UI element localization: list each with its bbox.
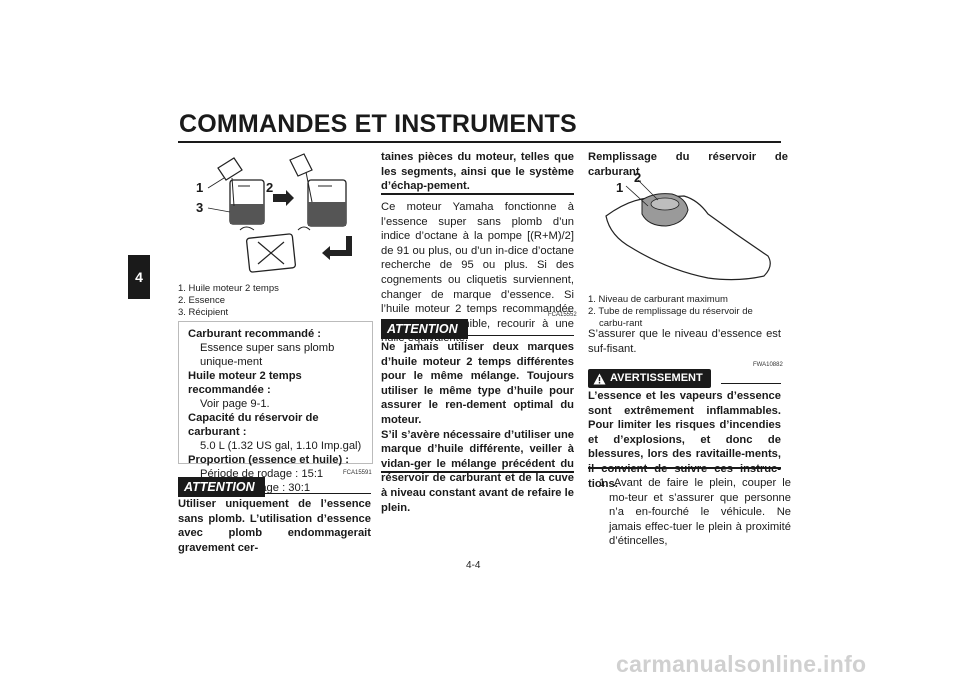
caption-item: 2. Essence: [178, 295, 225, 306]
attention-paragraph: Ne jamais utiliser deux marques d’huile …: [381, 341, 574, 426]
check-fuel-text: S’assurer que le niveau d’essence est su…: [588, 328, 781, 355]
attention-rule: [250, 493, 371, 494]
spec-value: Voir page 9-1.: [200, 398, 270, 410]
fuel-tank-figure: 1 2: [588, 166, 781, 288]
figure1-captions: 1. Huile moteur 2 temps 2. Essence 3. Ré…: [178, 283, 371, 319]
warning-header: AVERTISSEMENT: [588, 369, 781, 390]
attention-header: ATTENTION: [178, 477, 371, 497]
warning-text: L’essence et les vapeurs d’essence sont …: [588, 390, 781, 490]
section-separator: [381, 471, 574, 473]
figure2-captions: 1. Niveau de carburant maximum 2. Tube d…: [588, 294, 781, 330]
attention-badge: ATTENTION: [178, 477, 265, 497]
section-heading: Remplissage du réservoir de carburant: [588, 151, 788, 178]
warning-badge-label: AVERTISSEMENT: [610, 372, 703, 384]
attention-paragraph: S’il s’avère nécessaire d’utiliser une m…: [381, 428, 574, 514]
header-rule: [178, 141, 781, 143]
spec-list: Carburant recommandé : Essence super san…: [188, 327, 368, 495]
attention-code: FCA15552: [548, 312, 577, 318]
attention-header: ATTENTION: [381, 319, 574, 339]
caption-item: 2. Tube de remplissage du réservoir de c…: [588, 306, 753, 329]
callout-1: 1: [616, 180, 624, 195]
page-number: 4-4: [466, 560, 481, 571]
spec-value: Essence super sans plomb unique-ment: [200, 342, 335, 368]
attention-text: Ne jamais utiliser deux marques d’huile …: [381, 340, 574, 515]
attention-text: Utiliser uniquement de l’essence sans pl…: [178, 498, 371, 554]
attention-continued-text: taines pièces du moteur, telles que les …: [381, 151, 574, 193]
attention-badge: ATTENTION: [381, 319, 468, 339]
spec-label: Carburant recommandé :: [188, 328, 322, 340]
spec-label: Capacité du réservoir de carburant :: [188, 412, 319, 438]
page-title: COMMANDES ET INSTRUMENTS: [179, 110, 577, 138]
warning-badge: AVERTISSEMENT: [588, 369, 711, 388]
callout-3: 3: [196, 200, 204, 215]
warning-triangle-icon: [593, 373, 606, 384]
oil-mix-figure: 1 2 3: [178, 150, 371, 280]
step-item: 1. Avant de faire le plein, couper le mo…: [599, 477, 791, 548]
spec-label: Huile moteur 2 temps recommandée :: [188, 370, 302, 396]
spec-value: 5.0 L (1.32 US gal, 1.10 Imp.gal): [200, 440, 362, 452]
section-separator: [381, 193, 574, 195]
section-separator: [588, 467, 781, 469]
warning-code: FWA10882: [753, 362, 783, 368]
callout-2: 2: [266, 180, 274, 195]
caption-item: 1. Huile moteur 2 temps: [178, 283, 279, 294]
attention-code: FCA15591: [343, 470, 372, 476]
callout-2: 2: [634, 170, 642, 185]
callout-1: 1: [196, 180, 204, 195]
spec-label: Proportion (essence et huile) :: [188, 454, 350, 466]
spec-box: [178, 321, 373, 464]
warning-rule: [721, 383, 781, 384]
caption-item: 1. Niveau de carburant maximum: [588, 294, 728, 305]
caption-item: 3. Récipient: [178, 307, 229, 318]
attention-rule: [453, 335, 574, 336]
chapter-tab: 4: [128, 255, 150, 299]
watermark: carmanualsonline.info: [616, 651, 867, 677]
